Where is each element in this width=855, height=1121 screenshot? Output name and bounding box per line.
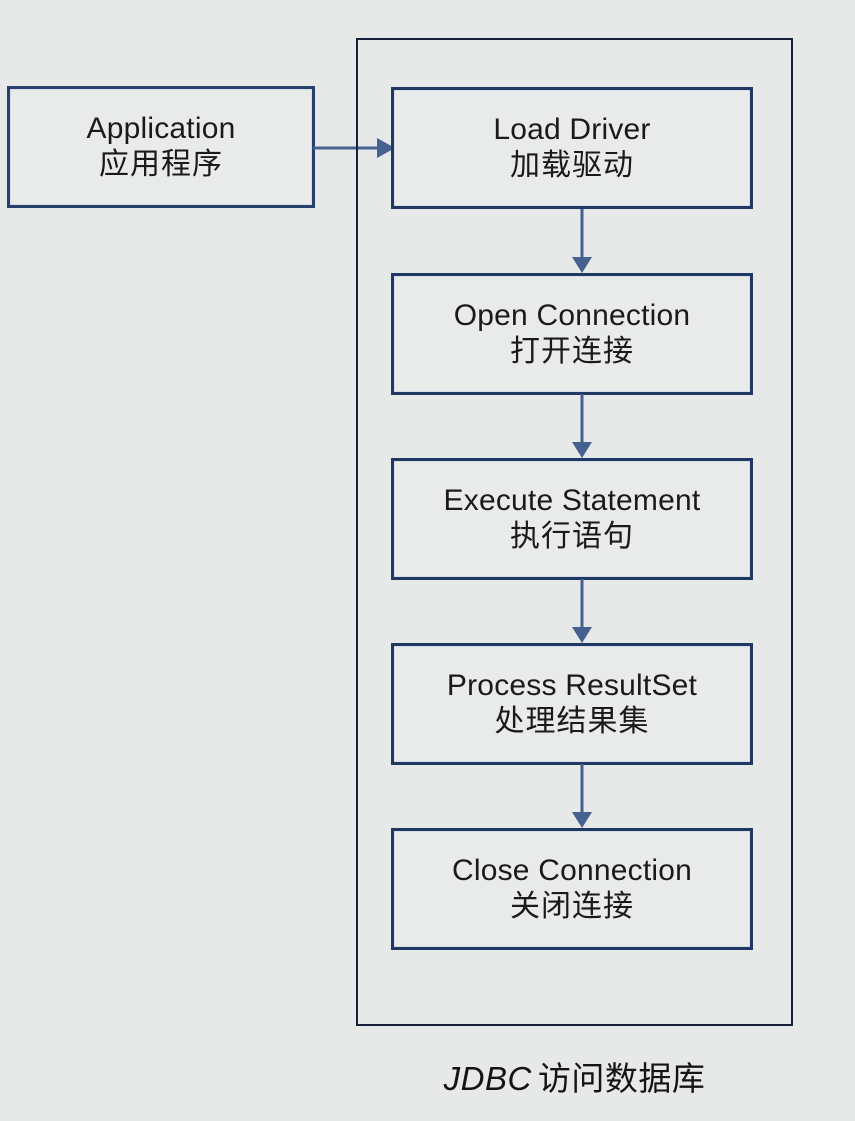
node-close-connection-label-en: Close Connection	[451, 854, 692, 888]
arrow-right-icon	[313, 138, 395, 158]
node-process-resultset-label-en: Process ResultSet	[446, 669, 698, 703]
node-application-label-zh: 应用程序	[99, 148, 223, 181]
jdbc-flow-container	[356, 38, 793, 1026]
arrow-application-to-load-driver	[313, 134, 395, 162]
node-process-resultset-label-zh: 处理结果集	[494, 705, 650, 738]
node-close-connection[interactable]: Close Connection 关闭连接	[391, 828, 753, 950]
node-execute-statement-label-en: Execute Statement	[443, 484, 701, 518]
node-execute-statement[interactable]: Execute Statement 执行语句	[391, 458, 753, 580]
node-load-driver-label-en: Load Driver	[493, 113, 651, 147]
node-open-connection-label-en: Open Connection	[453, 299, 691, 333]
arrow-down-icon	[572, 209, 592, 273]
node-application[interactable]: Application 应用程序	[7, 86, 315, 208]
node-execute-statement-label-zh: 执行语句	[510, 520, 634, 553]
arrow-down-icon	[572, 764, 592, 828]
arrow-load-driver-to-open-connection	[570, 209, 594, 273]
node-open-connection[interactable]: Open Connection 打开连接	[391, 273, 753, 395]
diagram-caption-zh: 访问数据库	[537, 1060, 706, 1097]
arrow-down-icon	[572, 579, 592, 643]
node-application-label-en: Application	[86, 112, 236, 146]
arrow-open-connection-to-execute-statement	[570, 394, 594, 458]
arrow-down-icon	[572, 394, 592, 458]
arrow-process-resultset-to-close-connection	[570, 764, 594, 828]
node-close-connection-label-zh: 关闭连接	[510, 890, 634, 923]
node-open-connection-label-zh: 打开连接	[510, 335, 634, 368]
node-load-driver-label-zh: 加载驱动	[510, 149, 634, 182]
node-process-resultset[interactable]: Process ResultSet 处理结果集	[391, 643, 753, 765]
diagram-caption-en: JDBC	[443, 1060, 532, 1097]
node-load-driver[interactable]: Load Driver 加载驱动	[391, 87, 753, 209]
arrow-execute-statement-to-process-resultset	[570, 579, 594, 643]
